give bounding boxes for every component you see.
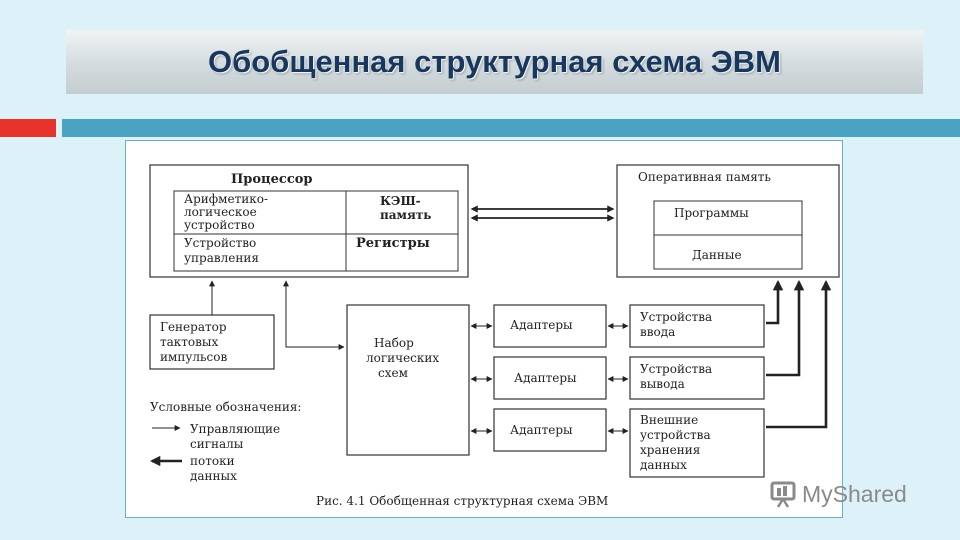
adapter-3-label: Адаптеры: [510, 423, 573, 437]
processor-block: Процессор Арифметико- логическое устройс…: [149, 164, 469, 278]
legend-title: Условные обозначения:: [150, 400, 301, 414]
accent-bar-red: [0, 119, 56, 137]
slide-title: Обобщенная структурная схема ЭВМ: [207, 44, 781, 79]
diagram-frame: Процессор Арифметико- логическое устройс…: [125, 140, 843, 518]
output-devices-label: Устройства вывода: [640, 362, 716, 391]
bus-processor-memory: [470, 205, 615, 222]
logic-adapter-connectors: [470, 323, 493, 434]
watermark-text: MyShared: [802, 480, 907, 507]
storage-devices-label: Внешние устройства хранения данных: [640, 413, 714, 472]
clock-generator-label: Генератор тактовых импульсов: [160, 320, 230, 364]
storage-devices-block: Внешние устройства хранения данных: [629, 408, 765, 478]
processor-title: Процессор: [231, 172, 313, 187]
control-unit-label: Устройство управления: [184, 236, 260, 265]
registers-label: Регистры: [356, 236, 430, 251]
data-label: Данные: [692, 248, 742, 262]
adapter-3: Адаптеры: [493, 408, 607, 452]
logic-set-label: Набор логических схем: [366, 336, 443, 380]
memory-block: Оперативная память Программы Данные: [616, 164, 840, 278]
input-devices-label: Устройства ввода: [640, 310, 716, 339]
adapter-2: Адаптеры: [493, 356, 607, 400]
control-line-processor-logic: [283, 280, 345, 350]
adapter-1-label: Адаптеры: [510, 318, 573, 332]
device-memory-buses: [766, 279, 832, 429]
figure-caption: Рис. 4.1 Обобщенная структурная схема ЭВ…: [316, 494, 608, 508]
legend-data-label: потоки данных: [190, 454, 238, 483]
cache-label: КЭШ- память: [380, 194, 431, 222]
alu-label: Арифметико- логическое устройство: [184, 192, 272, 232]
memory-title: Оперативная память: [638, 170, 771, 184]
watermark: MyShared: [768, 478, 907, 510]
structure-diagram: Процессор Арифметико- логическое устройс…: [149, 164, 840, 508]
adapter-2-label: Адаптеры: [514, 371, 577, 385]
legend: Условные обозначения: Управляющие сигнал…: [149, 400, 301, 483]
adapter-device-connectors: [607, 323, 629, 434]
legend-control-label: Управляющие сигналы: [190, 422, 284, 451]
logic-set-block: Набор логических схем: [346, 304, 470, 456]
accent-bar-teal: [62, 119, 960, 137]
programs-label: Программы: [674, 206, 749, 220]
clock-generator-block: Генератор тактовых импульсов: [149, 280, 275, 370]
input-devices-block: Устройства ввода: [629, 304, 765, 348]
adapter-1: Адаптеры: [493, 304, 607, 348]
title-bar: Обобщенная структурная схема ЭВМ: [66, 30, 923, 94]
output-devices-block: Устройства вывода: [629, 356, 765, 400]
presentation-board-icon: [770, 481, 796, 508]
